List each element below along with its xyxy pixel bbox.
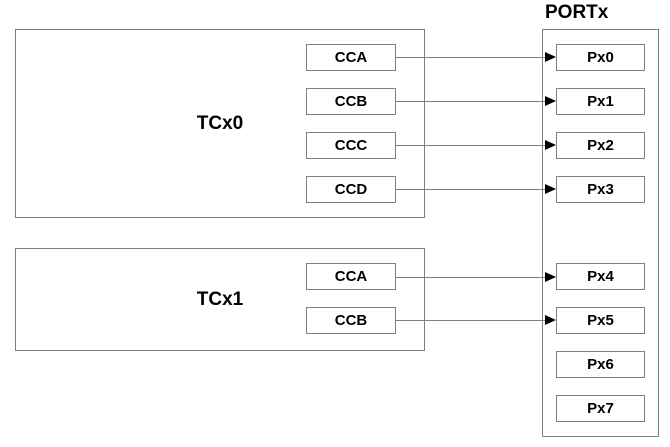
pin-box-px4: Px4 [556,263,645,290]
connector-line [396,320,545,321]
port-title: PORTx [545,2,609,23]
pin-box-px7: Px7 [556,395,645,422]
arrowhead-right-icon [545,96,556,106]
connector-line [396,189,545,190]
channel-box-tcx1-cca: CCA [306,263,396,290]
channel-box-tcx0-ccd: CCD [306,176,396,203]
pin-box-px1: Px1 [556,88,645,115]
arrowhead-right-icon [545,184,556,194]
arrowhead-right-icon [545,52,556,62]
channel-box-tcx0-ccc: CCC [306,132,396,159]
pin-box-px5: Px5 [556,307,645,334]
arrowhead-right-icon [545,272,556,282]
channel-box-tcx0-cca: CCA [306,44,396,71]
channel-box-tcx0-ccb: CCB [306,88,396,115]
pin-box-px3: Px3 [556,176,645,203]
arrowhead-right-icon [545,140,556,150]
arrowhead-right-icon [545,315,556,325]
connector-line [396,57,545,58]
pin-box-px6: Px6 [556,351,645,378]
pin-box-px2: Px2 [556,132,645,159]
pin-box-px0: Px0 [556,44,645,71]
connector-line [396,145,545,146]
channel-box-tcx1-ccb: CCB [306,307,396,334]
connector-line [396,277,545,278]
connector-line [396,101,545,102]
